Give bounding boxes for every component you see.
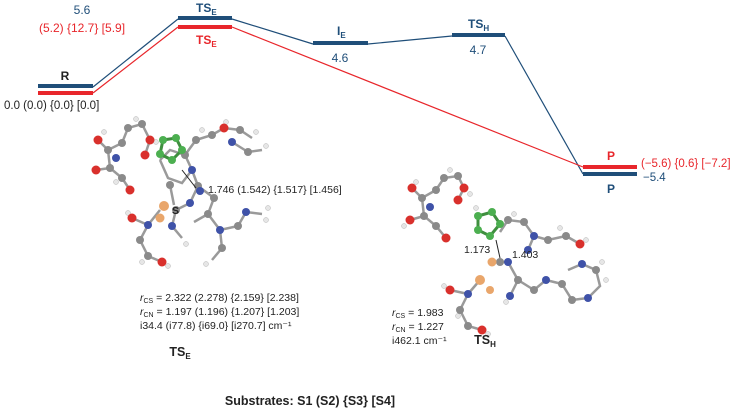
red-connector-tse-p: [231, 26, 584, 168]
level-p-red: [583, 165, 637, 169]
tsh-bond-label-1: 1.173: [464, 244, 490, 256]
level-bars: [38, 16, 637, 176]
tsh-param-rcs: rCS = 1.983: [392, 307, 444, 320]
tse-param-freq: i34.4 (i77.8) {i69.0} [i270.7] cm⁻¹: [140, 320, 292, 332]
label-tse-red: TSE: [196, 33, 217, 49]
energy-r: 0.0 (0.0) {0.0} [0.0]: [4, 100, 99, 112]
level-ie: [313, 41, 368, 45]
tse-params: rCS = 2.322 (2.278) {2.159} [2.238] rCN …: [140, 292, 299, 332]
tse-param-rcn: rCN = 1.197 (1.196) {1.207} [1.203]: [140, 306, 299, 319]
tse-caption: TSE: [169, 345, 191, 361]
blue-pathway: [92, 18, 584, 175]
connector-ie-tsh: [367, 35, 453, 45]
tsh-param-rcn: rCN = 1.227: [392, 321, 444, 334]
tsh-bond-label-2: 1.403: [512, 249, 538, 261]
level-p-blue: [583, 172, 637, 176]
level-r-red: [38, 91, 93, 95]
level-tse-red: [178, 25, 232, 29]
label-r: R: [61, 69, 70, 83]
energy-tse-blue: 5.6: [74, 3, 91, 17]
tsh-molecule-image: [401, 167, 609, 337]
tsh-caption: TSH: [474, 333, 496, 349]
energy-tsh: 4.7: [470, 43, 487, 57]
level-tsh: [452, 33, 505, 37]
tsh-bond-marker: [495, 239, 501, 259]
energy-p-red: (−5.6) {0.6} [−7.2]: [641, 158, 731, 170]
energy-tse-red: (5.2) {12.7} [5.9]: [39, 21, 125, 35]
energy-ie: 4.6: [332, 51, 349, 65]
red-pathway: [92, 26, 584, 168]
connector-tsh-p: [504, 35, 584, 175]
tse-molecule-image: [91, 116, 271, 269]
energy-p-blue: −5.4: [643, 172, 666, 184]
label-tse-blue: TSE: [196, 1, 217, 17]
level-r-blue: [38, 84, 93, 88]
label-tsh: TSH: [468, 17, 489, 33]
tse-bond-marker: [181, 169, 197, 189]
tse-param-rcs: rCS = 2.322 (2.278) {2.159} [2.238]: [140, 292, 299, 305]
label-ie: IE: [337, 24, 346, 40]
label-p-blue: P: [607, 182, 615, 196]
level-tse-blue: [178, 16, 232, 20]
red-connector-r-tse: [92, 26, 179, 94]
tse-sulfur-label: S: [172, 205, 179, 217]
substrates-footer: Substrates: S1 (S2) {S3} [S4]: [225, 394, 395, 408]
connector-r-tse: [92, 18, 179, 88]
tse-bond-label: 1.746 (1.542) {1.517} [1.456]: [208, 184, 342, 196]
label-p-red: P: [607, 149, 615, 163]
tsh-param-freq: i462.1 cm⁻¹: [392, 335, 447, 347]
connector-tse-ie: [231, 18, 314, 45]
tsh-params: rCS = 1.983 rCN = 1.227 i462.1 cm⁻¹: [392, 307, 447, 347]
